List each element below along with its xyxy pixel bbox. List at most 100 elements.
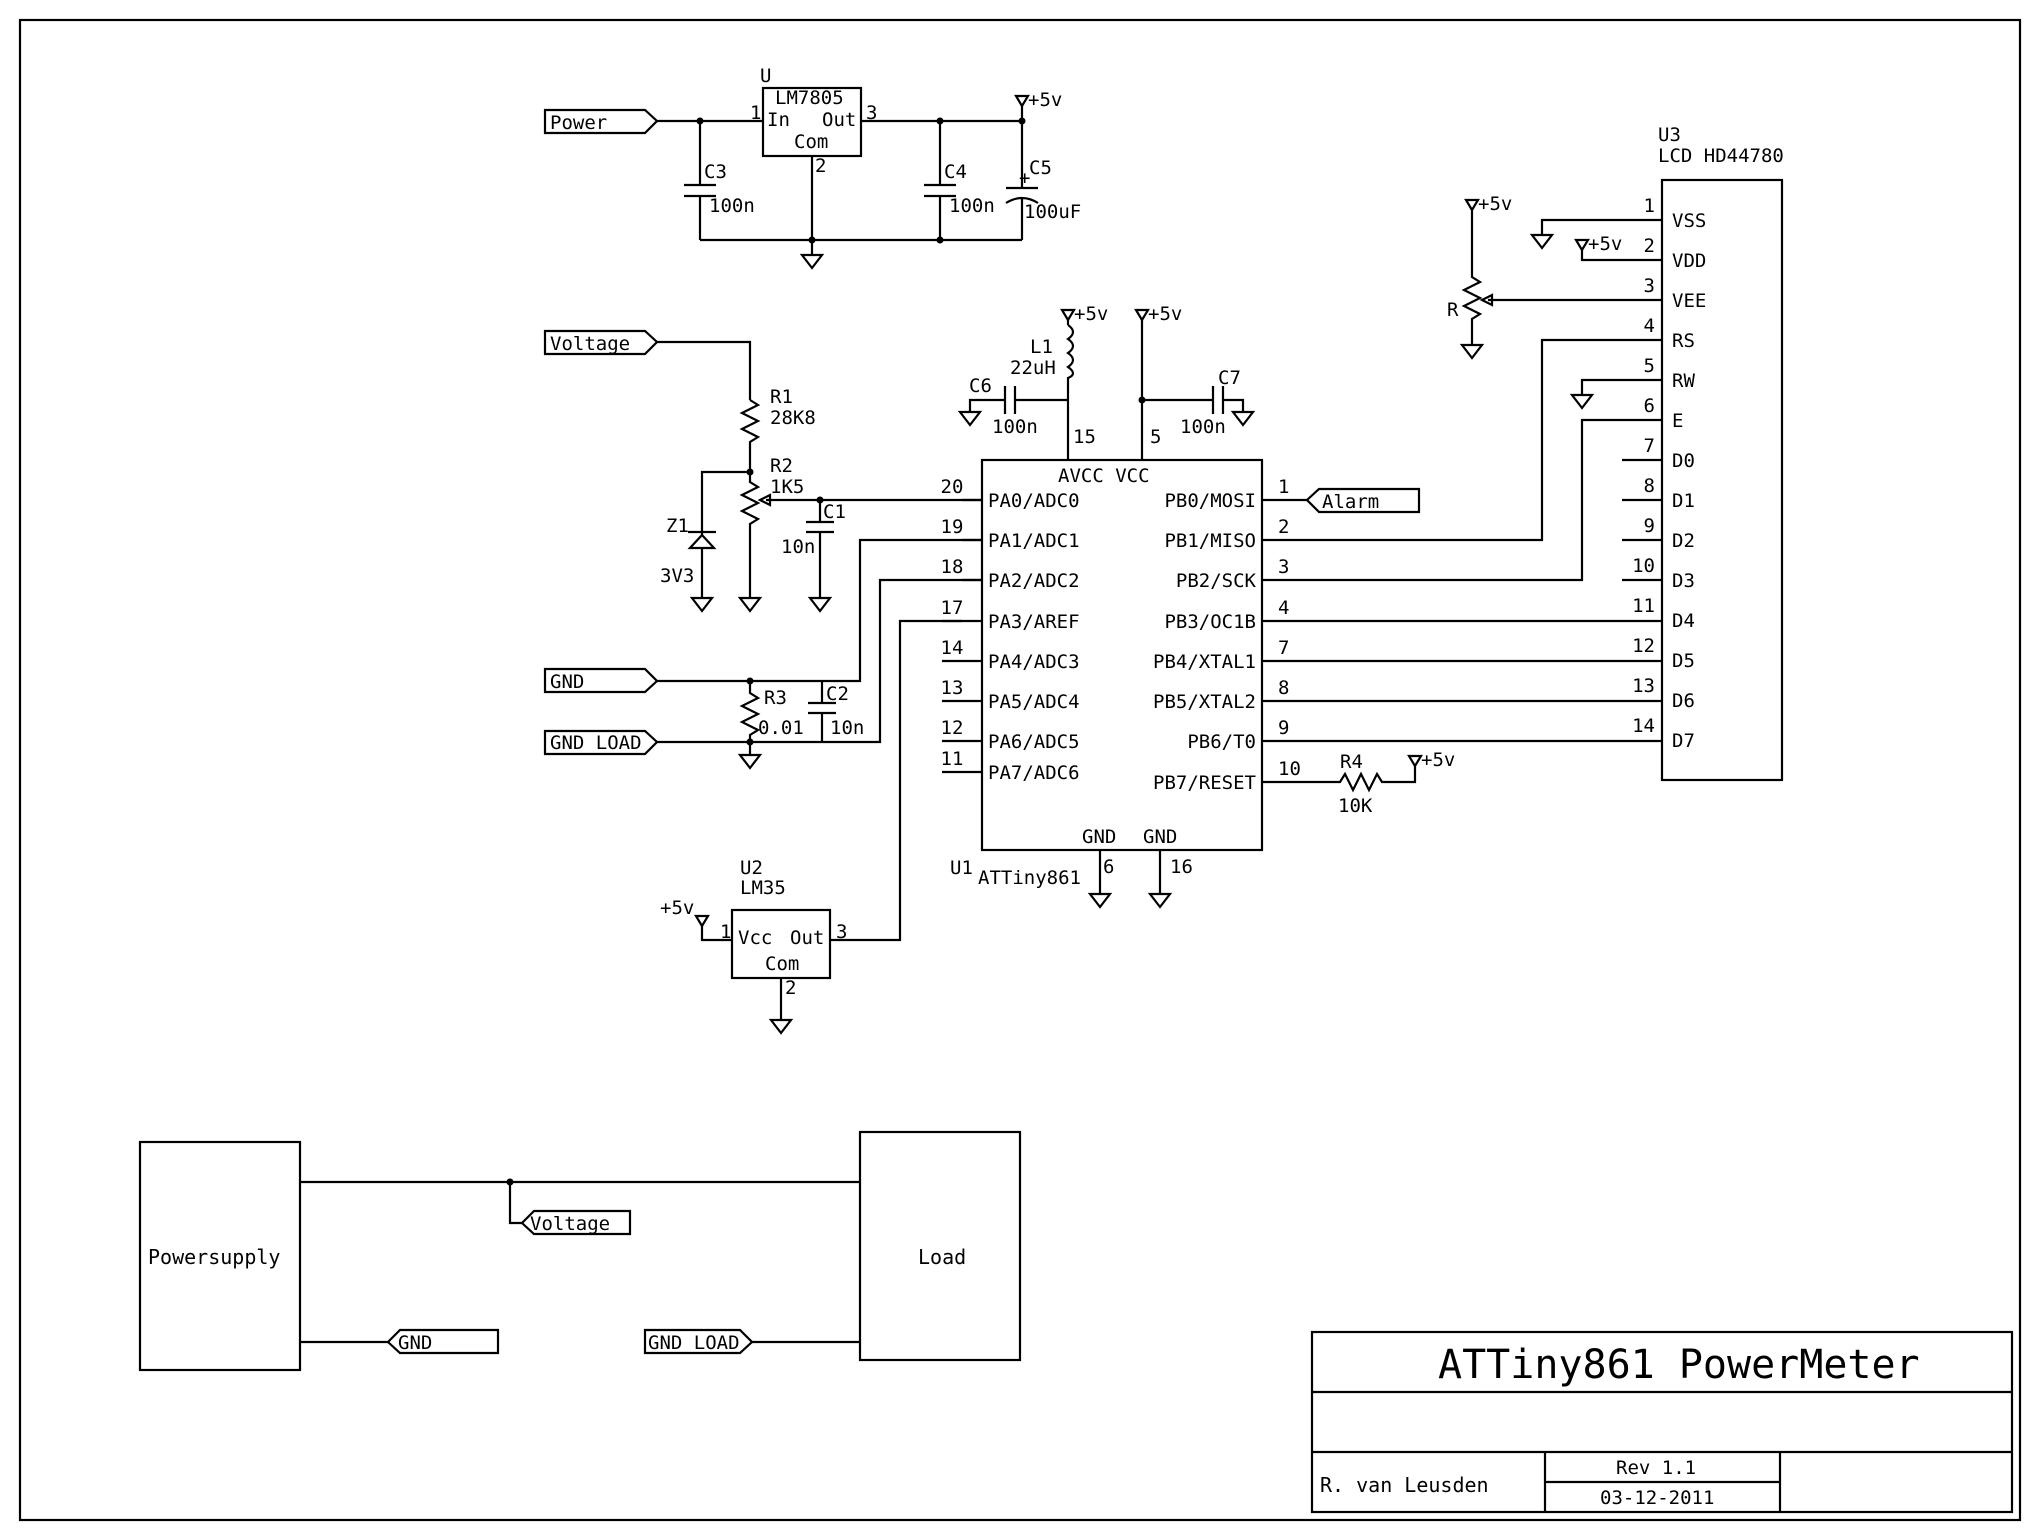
drawing-revision: Rev 1.1	[1616, 1457, 1696, 1479]
svg-text:R3: R3	[764, 687, 787, 709]
svg-text:3V3: 3V3	[660, 565, 694, 587]
mcu-pin-name: PB0/MOSI	[1164, 490, 1256, 512]
lcd-pin-name: VSS	[1672, 210, 1706, 232]
supply-symbol: +5v	[1574, 233, 1622, 255]
capacitor-c1: C1 10n	[781, 500, 846, 595]
lcd-pin-name: D6	[1672, 690, 1695, 712]
svg-text:ATTiny861: ATTiny861	[978, 867, 1081, 889]
svg-text:1K5: 1K5	[770, 476, 804, 498]
mcu-pin-name: PA1/ADC1	[988, 530, 1080, 552]
mcu-pin-name: PA2/ADC2	[988, 570, 1080, 592]
svg-text:GND LOAD: GND LOAD	[648, 1332, 740, 1354]
potentiometer-r2: R2 1K5	[739, 455, 962, 595]
mcu-pin-number: 13	[941, 677, 964, 699]
mcu-pin-name: PB1/MISO	[1164, 530, 1256, 552]
lcd-pin-name: RS	[1672, 330, 1695, 352]
svg-text:C5: C5	[1029, 157, 1052, 179]
port-voltage: Voltage	[543, 329, 659, 356]
ground-symbol	[1569, 393, 1595, 410]
svg-text:+5v: +5v	[1148, 303, 1182, 325]
svg-text:1: 1	[720, 921, 731, 943]
svg-text:U: U	[760, 65, 771, 87]
port-alarm: Alarm	[1305, 487, 1421, 514]
lcd-pin-number: 5	[1644, 355, 1655, 377]
svg-text:+: +	[1019, 167, 1030, 189]
lcd-pin-number: 10	[1632, 555, 1655, 577]
svg-text:In: In	[767, 109, 790, 131]
svg-text:Out: Out	[790, 927, 824, 949]
mcu-pin-name: PA4/ADC3	[988, 651, 1080, 673]
svg-text:C4: C4	[944, 161, 967, 183]
ground-symbol	[1230, 410, 1256, 427]
lcd-pin-name: VEE	[1672, 290, 1706, 312]
sheet-border	[18, 18, 2022, 1522]
resistor-r1: R1 28K8	[739, 386, 816, 472]
ground-symbol	[807, 595, 833, 613]
mcu-pin-name: PA6/ADC5	[988, 731, 1080, 753]
lcd-pin-name: D0	[1672, 450, 1695, 472]
ground-symbol	[689, 595, 715, 613]
svg-text:2: 2	[815, 155, 826, 177]
mcu-pin-name: PA3/AREF	[988, 611, 1080, 633]
lcd-pin-number: 11	[1632, 595, 1655, 617]
svg-text:Voltage: Voltage	[550, 333, 630, 355]
svg-text:+5v: +5v	[660, 897, 694, 919]
mcu-pin-name: PB7/RESET	[1153, 772, 1256, 794]
capacitor-c5: C5 100uF +	[1005, 121, 1081, 240]
capacitor-c4: C4 100n	[924, 121, 995, 240]
capacitor-c6: C6 100n	[968, 375, 1068, 438]
lcd-pin-name: D1	[1672, 490, 1695, 512]
resistor-r4: R4 10K	[1262, 751, 1417, 817]
svg-text:LM35: LM35	[740, 877, 786, 899]
mcu-pin-number: 7	[1278, 637, 1289, 659]
svg-text:3: 3	[866, 102, 877, 124]
capacitor-c7: C7 100n	[1142, 367, 1245, 438]
mcu-pin-number: 20	[941, 476, 964, 498]
svg-text:0.01: 0.01	[758, 717, 804, 739]
lcd-pin-name: D2	[1672, 530, 1695, 552]
svg-text:Power: Power	[550, 112, 607, 134]
svg-text:Z1: Z1	[666, 515, 689, 537]
mcu-left-pins: 20PA0/ADC019PA1/ADC118PA2/ADC217PA3/AREF…	[941, 476, 1080, 784]
svg-text:R1: R1	[770, 386, 793, 408]
svg-text:3: 3	[836, 921, 847, 943]
lcd-pin-name: D4	[1672, 610, 1695, 632]
mcu-pin-number: 2	[1278, 516, 1289, 538]
lcd-pin-number: 12	[1632, 635, 1655, 657]
mcu-pin-number: 4	[1278, 597, 1289, 619]
ground-symbol	[957, 410, 983, 427]
svg-text:22uH: 22uH	[1010, 357, 1056, 379]
ground-symbol	[1147, 892, 1173, 909]
svg-text:C1: C1	[823, 501, 846, 523]
svg-text:Vcc: Vcc	[738, 927, 772, 949]
svg-text:R: R	[1447, 299, 1459, 321]
mcu-pin-name: PA0/ADC0	[988, 490, 1080, 512]
mcu-pin-name: PA7/ADC6	[988, 762, 1080, 784]
svg-text:100n: 100n	[1180, 416, 1226, 438]
svg-text:Com: Com	[765, 953, 799, 975]
ground-symbol	[737, 595, 763, 613]
svg-text:GND: GND	[1143, 826, 1177, 848]
mcu-pin-name: PB2/SCK	[1176, 570, 1257, 592]
svg-text:100n: 100n	[992, 416, 1038, 438]
supply-symbol	[694, 914, 710, 929]
mcu-pin-number: 17	[941, 597, 964, 619]
svg-text:LCD HD44780: LCD HD44780	[1658, 145, 1784, 167]
lcd-pin-name: D5	[1672, 650, 1695, 672]
svg-text:R2: R2	[770, 455, 793, 477]
potentiometer-r: R	[1447, 210, 1662, 345]
ground-symbol	[799, 253, 825, 270]
lcd-pin-number: 3	[1644, 275, 1655, 297]
lcd-pin-name: E	[1672, 410, 1683, 432]
mcu-pin-number: 12	[941, 717, 964, 739]
mcu-attiny861: AVCC VCC U1 ATTiny861 GND GND 15 5 6 16 …	[941, 426, 1301, 889]
lcd-pin-name: D7	[1672, 730, 1695, 752]
svg-text:Load: Load	[918, 1245, 966, 1269]
mcu-pin-name: PB3/OC1B	[1164, 611, 1256, 633]
svg-text:GND LOAD: GND LOAD	[550, 732, 642, 754]
lcd-hd44780: U3 LCD HD44780 1VSS2VDD3VEE4RS5RW6E7D08D…	[1622, 124, 1784, 782]
mcu-pin-number: 19	[941, 516, 964, 538]
mcu-pin-name: PB5/XTAL2	[1153, 691, 1256, 713]
svg-text:R4: R4	[1340, 751, 1363, 773]
drawing-date: 03-12-2011	[1600, 1487, 1714, 1509]
